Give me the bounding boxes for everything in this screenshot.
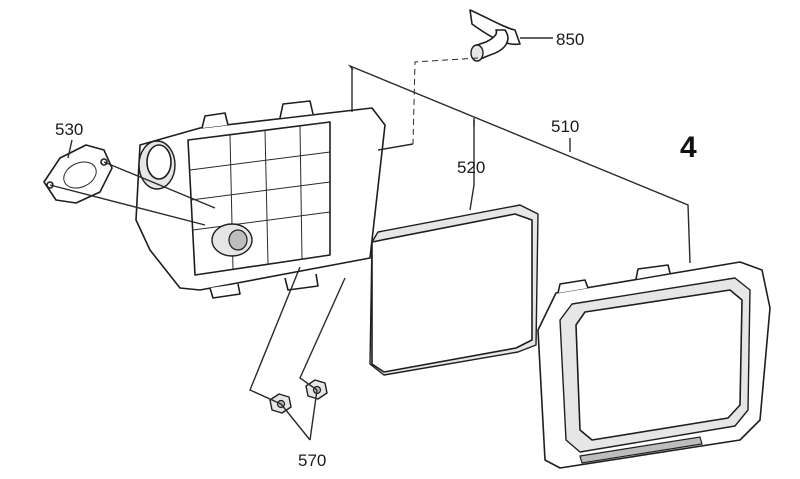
callout-510: 510 bbox=[551, 117, 580, 136]
nuts-part bbox=[269, 379, 328, 414]
figure-number: 4 bbox=[680, 131, 697, 164]
filter-cover-part bbox=[537, 261, 771, 469]
air-filter-housing-part bbox=[135, 100, 386, 299]
gasket-part bbox=[43, 144, 113, 204]
callout-850: 850 bbox=[556, 30, 585, 49]
callout-570: 570 bbox=[298, 451, 327, 470]
callout-520: 520 bbox=[457, 158, 486, 177]
leader-lines bbox=[49, 37, 691, 441]
callout-530: 530 bbox=[55, 120, 84, 139]
filter-element-part bbox=[369, 204, 539, 376]
breather-hose-part bbox=[469, 9, 521, 62]
